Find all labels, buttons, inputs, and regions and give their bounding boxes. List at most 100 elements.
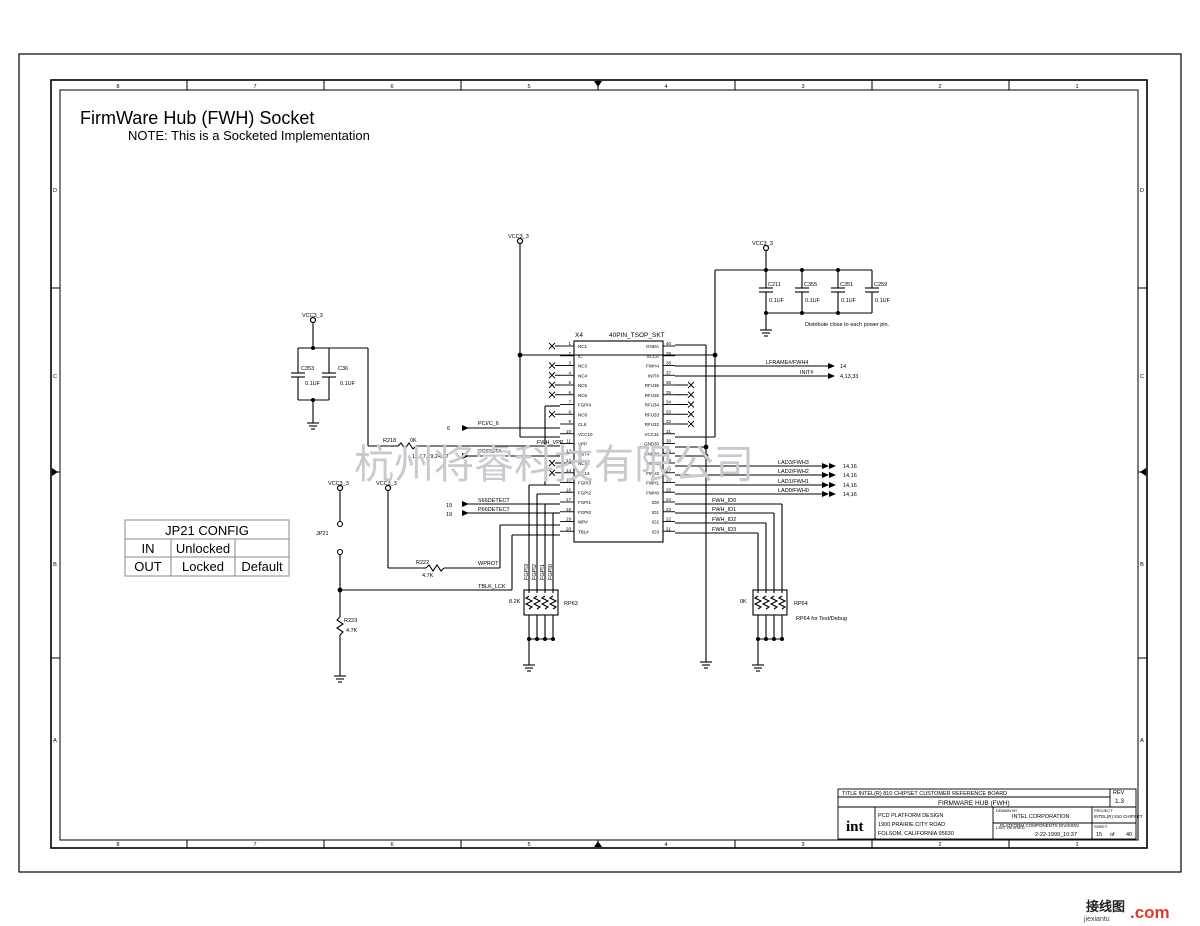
caps-note: Distribute close to each power pin. [805, 322, 890, 328]
chip-pin-number-left: 18 [566, 507, 572, 512]
chip-pin-number-right: 25 [666, 487, 672, 492]
r223-value: 4.7K [346, 628, 358, 634]
r223-ref: R223 [344, 618, 357, 624]
chip-pin-name-right: RFU35 [645, 393, 660, 398]
outer-frame [18, 53, 1182, 873]
chip-pin-name-left: FGPI0 [578, 510, 592, 515]
row-label-right: D [1140, 188, 1144, 194]
cap-c353-value: 0.1UF [305, 381, 321, 387]
chip-pin-number-right: 22 [666, 517, 672, 522]
net-init: INIT# [800, 370, 814, 376]
vcc-caps-right-label: VCC3_3 [752, 241, 773, 247]
column-label-bottom: 8 [116, 842, 119, 848]
net-fgpi3: FGPI3 [524, 564, 530, 580]
chip-pin-number-right: 31 [666, 429, 672, 434]
chip-pin-number-right: 27 [666, 468, 672, 473]
chip-pin-name-left: RST# [578, 451, 590, 456]
chip-pin-number-right: 36 [666, 380, 672, 385]
chip-pin-number-left: 16 [566, 487, 572, 492]
jp21-out-default: Default [241, 559, 283, 574]
chip-pin-name-right: ID2 [652, 520, 660, 525]
chip-pin-name-left: VCC10 [578, 432, 593, 437]
fwh-chip-body [573, 340, 664, 543]
r222-value: 4.7K [422, 573, 434, 579]
chip-pin-number-left: 5 [568, 380, 571, 385]
chip-pin-name-left: NC14 [578, 471, 590, 476]
column-label-top: 2 [938, 84, 941, 90]
chip-pin-name-right: FWH4 [646, 364, 659, 369]
net-lad0: LAD0/FWH0 [778, 488, 809, 494]
tb-division: PLATFORM COMPONENTS DIVISION [1000, 823, 1079, 828]
no-connect-mark [675, 401, 695, 408]
chip-pin-number-right: 35 [666, 390, 672, 395]
net-wprot: WPROT [478, 561, 499, 567]
chip-pin-name-left: NC13 [578, 461, 590, 466]
chip-pin-name-right: GNDA [646, 344, 659, 349]
corner-logo-com: .com [1130, 903, 1170, 922]
s66-ref: 19 [446, 503, 452, 509]
cap-c211-value: 0.1UF [769, 298, 785, 304]
chip-pin-name-left: TBL# [578, 529, 589, 534]
cap-c351-ref: C351 [840, 282, 853, 288]
pclk-ref: 6 [447, 426, 450, 432]
chip-pin-number-right: 24 [666, 497, 672, 502]
column-label-top: 7 [253, 84, 256, 90]
cap-c355-ref: C355 [804, 282, 817, 288]
chip-pin-name-left: NC3 [578, 364, 587, 369]
chip-pin-number-left: 2 [568, 351, 571, 356]
chip-pin-name-right: ID0 [652, 500, 660, 505]
init-ref: 4,13,33 [840, 374, 858, 380]
chip-pin-number-left: 1 [568, 341, 571, 346]
chip-pin-number-right: 38 [666, 361, 672, 366]
column-label-top: 5 [527, 84, 530, 90]
row-label-left: A [53, 738, 57, 744]
chip-pin-number-left: 7 [568, 400, 571, 405]
chip-pin-name-right: FWH2 [646, 471, 659, 476]
chip-pin-name-left: FGPI2 [578, 490, 592, 495]
chip-pin-name-right: FWH0 [646, 490, 659, 495]
page-note: NOTE: This is a Socketed Implementation [128, 128, 370, 143]
jp21-out-label: OUT [134, 559, 162, 574]
chip-pin-number-right: 40 [666, 341, 672, 346]
jp21-ref: JP21 [316, 531, 329, 537]
jp21-in-label: IN [142, 541, 155, 556]
chip-pin-number-right: 34 [666, 400, 672, 405]
chip-pin-number-right: 29 [666, 448, 672, 453]
corner-logo-url: jiexiantu [1083, 916, 1110, 923]
chip-pin-name-right: GND30 [644, 442, 660, 447]
net-lad1: LAD1/FWH1 [778, 479, 809, 485]
r218-value: 0K [410, 438, 417, 444]
row-label-right: B [1140, 562, 1144, 568]
chip-pin-number-right: 26 [666, 478, 672, 483]
row-label-right: C [1140, 374, 1144, 380]
chip-pin-name-left: NC4 [578, 373, 587, 378]
chip-pin-name-left: IC [578, 354, 583, 359]
net-fwh-id3: FWH_ID3 [712, 527, 736, 533]
watermark-text: 杭州将睿科技有限公司 [354, 442, 754, 488]
no-connect-mark [548, 362, 560, 369]
chip-pin-name-right: GND29 [644, 451, 660, 456]
chip-pin-name-right: ID1 [652, 510, 660, 515]
column-label-bottom: 5 [527, 842, 530, 848]
chip-pin-number-left: 6 [568, 390, 571, 395]
chip-pin-number-left: 20 [566, 526, 572, 531]
tb-title: TITLE INTEL(R) 810 CHIPSET CUSTOMER REFE… [842, 791, 1007, 797]
pcirst-ref: 13,17,19,24,27 [412, 454, 449, 460]
chip-pin-name-right: RFU34 [645, 403, 660, 408]
net-fwh-id0: FWH_ID0 [712, 498, 736, 504]
rp63-value: 8.2K [509, 599, 521, 605]
chip-pin-name-left: WP# [578, 520, 588, 525]
r218-ref: R218 [383, 438, 396, 444]
net-tblk-lck: TBLK_LCK [478, 584, 506, 590]
cap-c351-value: 0.1UF [841, 298, 857, 304]
column-label-bottom: 7 [253, 842, 256, 848]
no-connect-mark [548, 371, 560, 379]
jp21-table-title: JP21 CONFIG [165, 523, 249, 538]
chip-pin-name-left: NC1 [578, 344, 587, 349]
net-pclk: PCI/C_6 [478, 421, 499, 427]
rp63-ref: RP63 [564, 601, 578, 607]
row-label-left: D [53, 188, 57, 194]
no-connect-mark [548, 391, 560, 399]
vcc-chip-label: VCC3_3 [508, 234, 529, 240]
